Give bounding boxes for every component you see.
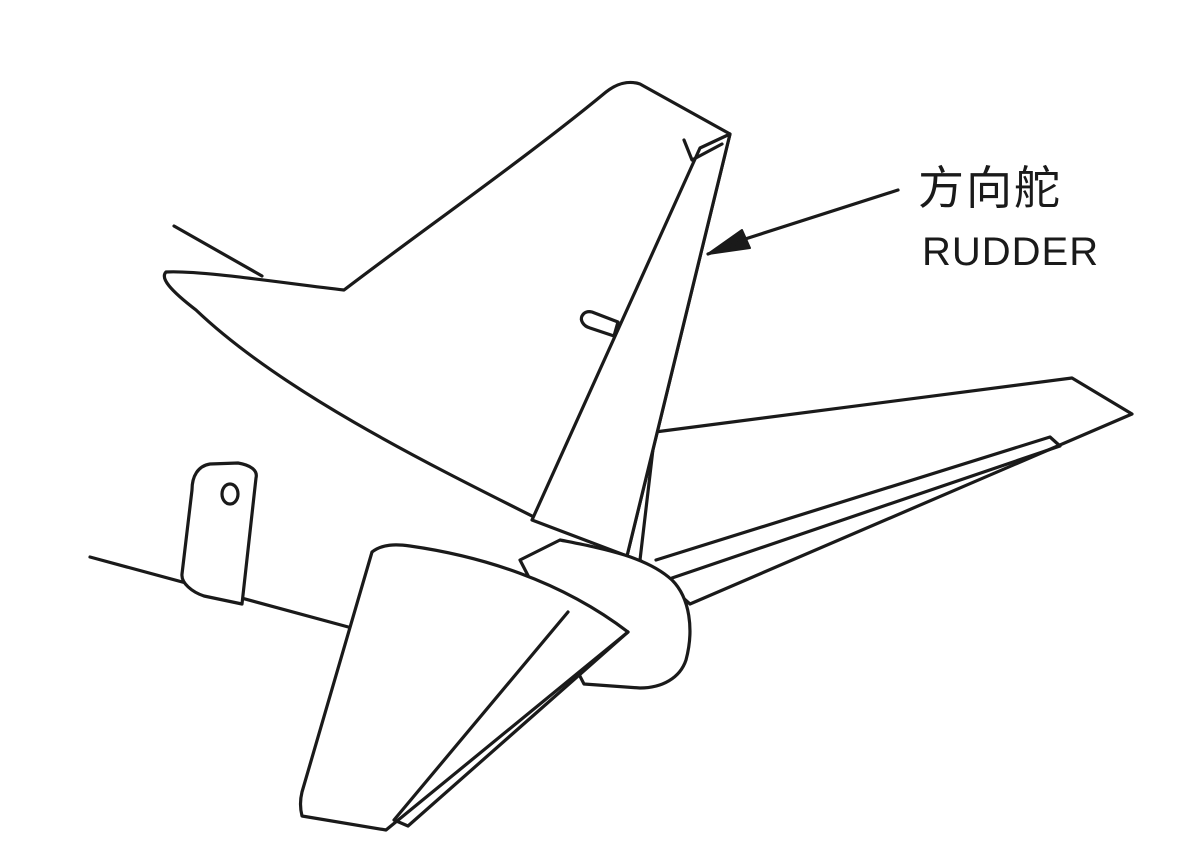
rudder-label-chinese: 方向舵 xyxy=(918,161,1062,215)
near-horizontal-stabilizer xyxy=(298,543,630,832)
rear-door xyxy=(180,461,258,606)
rudder-top-notch xyxy=(682,138,724,162)
far-horizontal-stabilizer xyxy=(638,376,1134,606)
near-elevator xyxy=(392,610,630,828)
door-window xyxy=(220,482,240,506)
rudder-pointer-line xyxy=(740,188,900,242)
rudder-pointer-shaft xyxy=(706,238,748,256)
rudder-label-english: RUDDER xyxy=(922,230,1100,274)
far-elevator xyxy=(654,435,1062,580)
fuselage-upper-line xyxy=(172,224,264,278)
rudder-hinge-fitting xyxy=(579,310,620,338)
